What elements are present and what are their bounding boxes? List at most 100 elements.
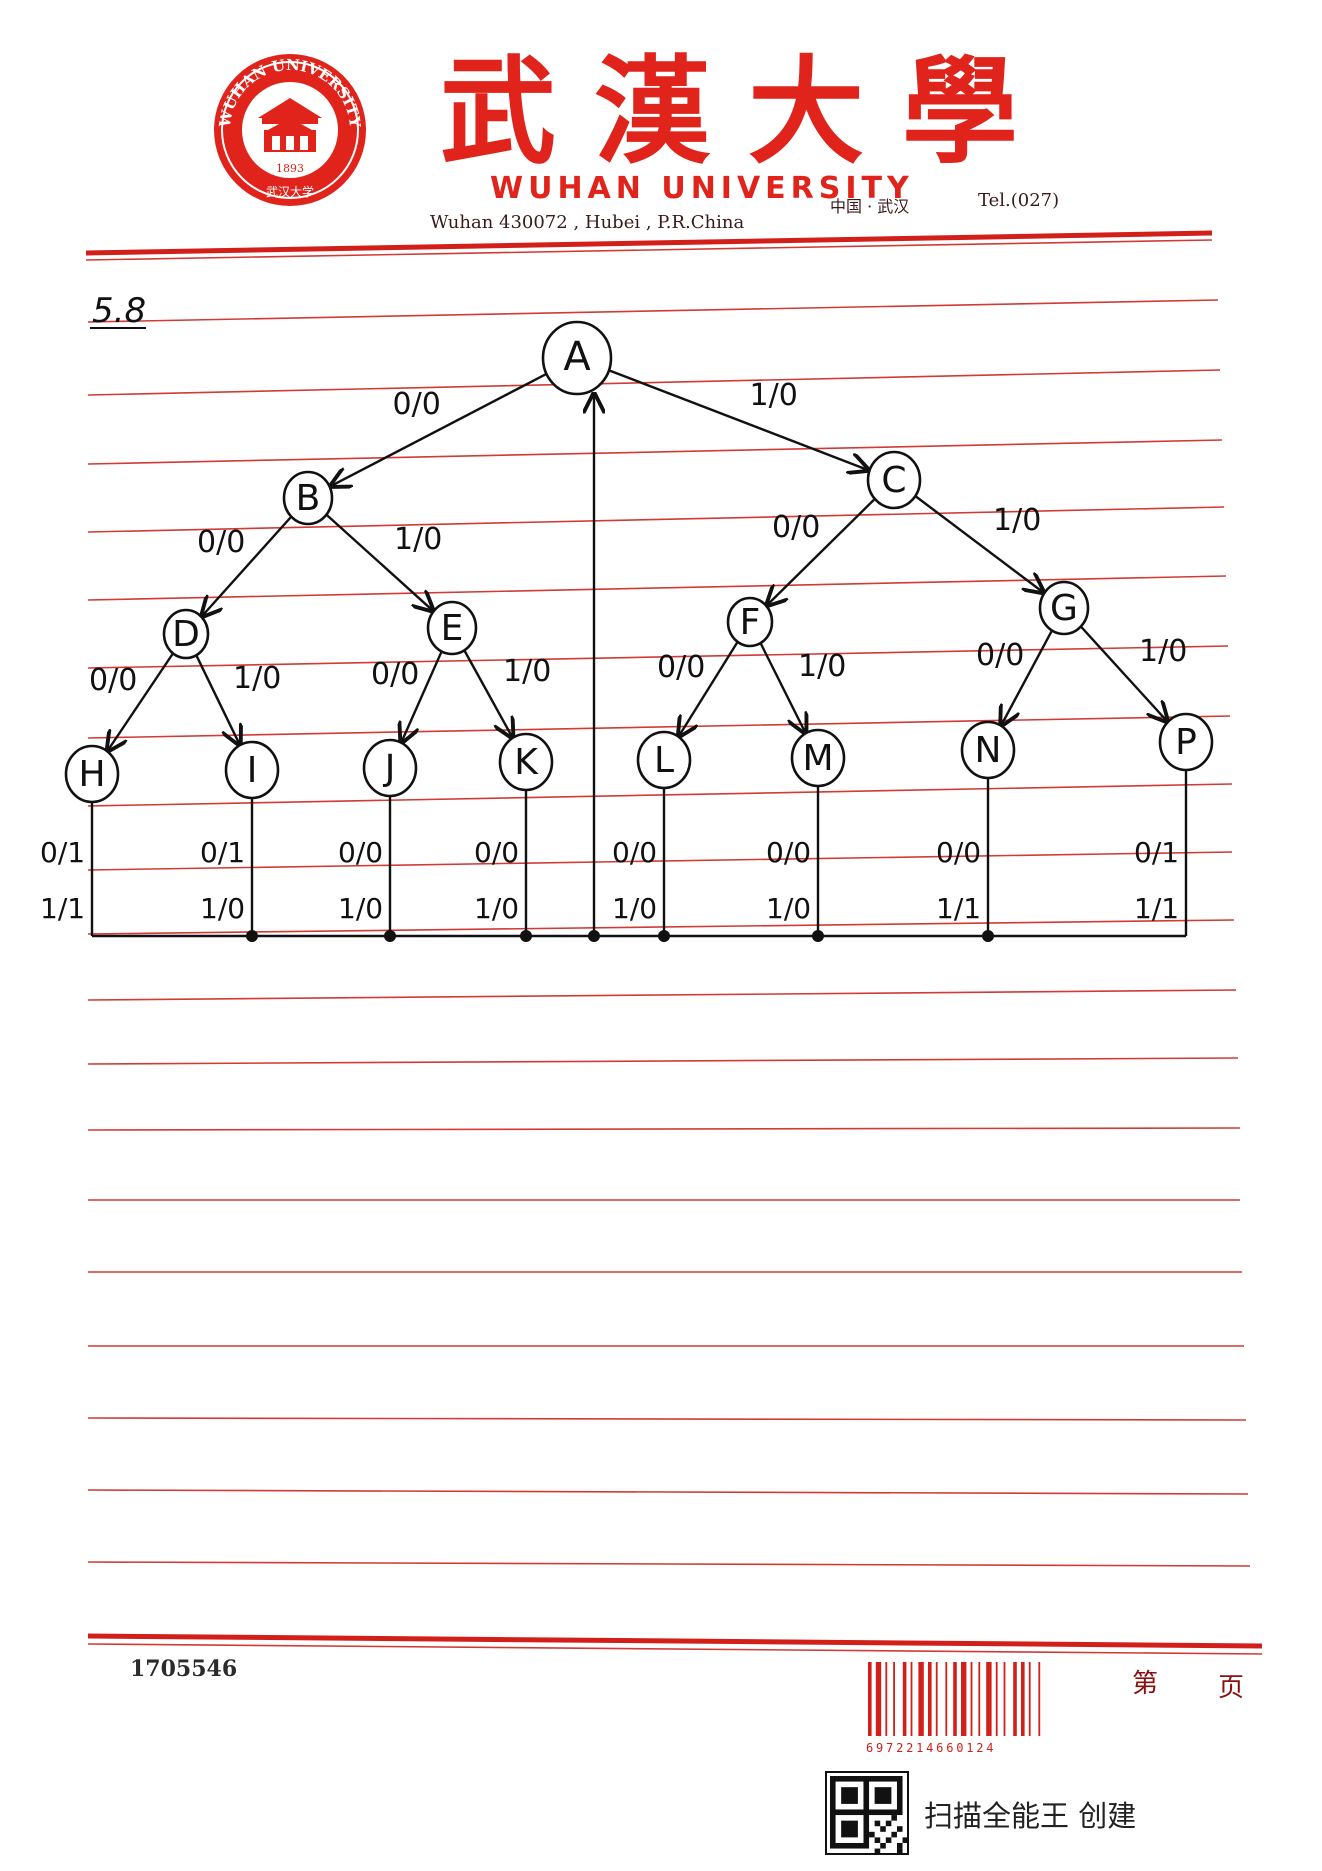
letterhead-address-cn: 中国 · 武汉: [830, 197, 909, 216]
return-label-top-P: 0/1: [1134, 836, 1179, 869]
header-rule: [85, 230, 1213, 256]
footer-rule: [87, 1633, 1263, 1649]
problem-number: 5.8: [92, 291, 146, 331]
barcode-bar: [986, 1662, 992, 1736]
return-label-bottom-P: 1/1: [1134, 892, 1179, 925]
return-label-top-I: 0/1: [200, 836, 245, 869]
node-label-M: M: [802, 738, 833, 779]
edge-label-A-B: 0/0: [393, 387, 441, 422]
node-label-I: I: [247, 750, 258, 791]
edge-label-C-F: 0/0: [772, 510, 820, 545]
node-B: [282, 470, 334, 526]
barcode-bar: [953, 1662, 957, 1736]
node-D: [162, 608, 210, 660]
return-label-bottom-J: 1/0: [338, 892, 383, 925]
edge-label-G-N: 0/0: [976, 638, 1024, 673]
node-label-C: C: [881, 460, 906, 501]
return-label-bottom-N: 1/1: [936, 892, 981, 925]
serial-number: 1705546: [130, 1656, 237, 1682]
node-C: [866, 450, 922, 510]
edge-label-G-P: 1/0: [1139, 634, 1187, 669]
node-L: [636, 730, 692, 790]
edge-E-J: [401, 649, 444, 742]
edge-B-E: [325, 513, 433, 610]
edge-G-N: [1001, 628, 1054, 725]
node-F: [726, 596, 774, 648]
state-diagram: 0/0 1/0 0/0 1/0 0/0 1/0 0/0 1/0 0/0 1/0 0/0 1/0 0/0 1…: [40, 320, 1214, 942]
edge-label-C-G: 1/0: [993, 503, 1041, 538]
edge-label-F-M: 1/0: [798, 649, 846, 684]
barcode-bar: [875, 1662, 882, 1736]
barcode-bar: [1028, 1662, 1031, 1736]
watermark-text: 扫描全能王 创建: [924, 1799, 1136, 1833]
university-title-cn: 武漢大學: [440, 44, 1056, 180]
return-label-top-L: 0/0: [612, 836, 657, 869]
node-label-F: F: [740, 602, 761, 643]
barcode-bar: [961, 1662, 967, 1736]
barcode-bar: [1038, 1662, 1041, 1736]
node-label-H: H: [78, 754, 105, 795]
barcode-bar: [970, 1662, 973, 1736]
letterhead-tel: Tel.(027): [978, 190, 1059, 211]
barcode-bar: [918, 1662, 924, 1736]
node-J: [362, 738, 418, 798]
edge-E-K: [462, 648, 513, 737]
barcode-bar: [910, 1662, 913, 1736]
node-label-K: K: [514, 742, 539, 783]
barcode: 6972214660124: [866, 1662, 1041, 1755]
letterhead-address: Wuhan 430072 , Hubei , P.R.China: [430, 212, 744, 233]
edge-F-L: [679, 640, 740, 737]
barcode-bar: [928, 1662, 932, 1736]
barcode-bar: [1013, 1662, 1017, 1736]
node-label-J: J: [383, 748, 396, 789]
edge-C-G: [914, 494, 1043, 593]
scanner-watermark: 扫描全能王 创建: [825, 1771, 1136, 1855]
page-label-suffix: 页: [1218, 1673, 1244, 1703]
barcode-bar: [902, 1662, 907, 1736]
barcode-bar: [868, 1662, 872, 1736]
university-title-en: WUHAN UNIVERSITY: [490, 171, 914, 206]
return-label-top-J: 0/0: [338, 836, 383, 869]
node-label-N: N: [975, 730, 1002, 771]
node-label-B: B: [296, 478, 321, 519]
edge-label-E-K: 1/0: [503, 654, 551, 689]
edge-label-B-D: 0/0: [197, 525, 245, 560]
university-seal: WUHAN UNIVERSITY 1893 武汉大学: [214, 54, 366, 206]
node-label-L: L: [654, 740, 674, 781]
edge-label-D-H: 0/0: [89, 663, 137, 698]
barcode-bar: [995, 1662, 998, 1736]
node-E: [426, 600, 478, 656]
node-K: [498, 732, 554, 792]
barcode-bar: [945, 1662, 948, 1736]
return-label-top-N: 0/0: [936, 836, 981, 869]
seal-motto: 武汉大学: [266, 184, 314, 199]
return-label-bottom-I: 1/0: [200, 892, 245, 925]
edge-A-C: [608, 369, 868, 470]
edge-label-E-J: 0/0: [371, 657, 419, 692]
node-N: [960, 720, 1016, 780]
footer-rule-thin: [87, 1643, 1263, 1655]
edge-label-F-L: 0/0: [657, 650, 705, 685]
return-label-bottom-K: 1/0: [474, 892, 519, 925]
edge-B-D: [202, 515, 293, 616]
return-label-bottom-M: 1/0: [766, 892, 811, 925]
header-rule-thin: [85, 239, 1213, 261]
node-label-P: P: [1175, 722, 1197, 763]
node-label-D: D: [172, 614, 200, 655]
barcode-bar: [893, 1662, 895, 1736]
return-label-bottom-L: 1/0: [612, 892, 657, 925]
barcode-bar: [885, 1662, 888, 1736]
barcode-bar: [1003, 1662, 1006, 1736]
return-label-top-M: 0/0: [766, 836, 811, 869]
node-label-E: E: [441, 608, 464, 649]
node-I: [224, 740, 280, 800]
node-M: [790, 728, 846, 788]
barcode-bar: [1021, 1662, 1025, 1736]
edge-label-A-C: 1/0: [750, 378, 798, 413]
edge-A-B: [331, 372, 548, 486]
node-A: [541, 320, 613, 396]
edge-F-M: [758, 641, 806, 733]
return-label-top-H: 0/1: [40, 836, 85, 869]
edge-C-F: [767, 497, 877, 605]
